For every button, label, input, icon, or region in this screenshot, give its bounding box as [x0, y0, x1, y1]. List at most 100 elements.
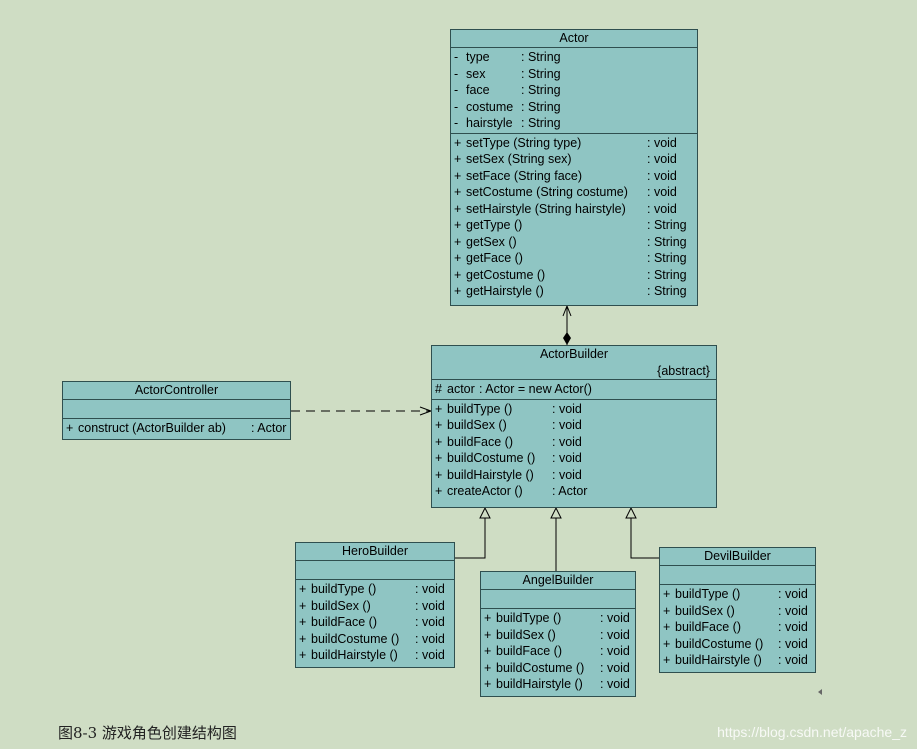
- member-row: +buildHairstyle (): void: [432, 467, 716, 484]
- member-visibility: +: [435, 484, 443, 498]
- member-row: +setHairstyle (String hairstyle): void: [451, 201, 697, 218]
- member-type: : void: [647, 201, 677, 216]
- member-visibility: -: [454, 66, 459, 81]
- member-row: + buildHairstyle () : void: [481, 676, 635, 693]
- member-visibility: +: [454, 201, 462, 216]
- member-visibility: +: [454, 185, 462, 199]
- member-visibility: -: [454, 99, 459, 114]
- member-name: costume: [466, 99, 514, 114]
- member-type: : Actor: [251, 421, 287, 435]
- scroll-marker-icon: [818, 689, 822, 695]
- member-row: + construct (ActorBuilder ab) : Actor: [63, 420, 290, 437]
- member-type: : void: [415, 648, 445, 662]
- methods-section: +buildType (): void+buildSex (): void+bu…: [296, 580, 454, 665]
- member-name: construct (ActorBuilder ab): [78, 421, 226, 435]
- attributes-section: [63, 400, 290, 419]
- member-type: : void: [552, 401, 582, 416]
- member-type: : void: [552, 418, 582, 432]
- member-visibility: +: [484, 644, 492, 658]
- member-row: + buildSex () : void: [432, 417, 716, 434]
- class-name: HeroBuilder: [296, 543, 454, 561]
- class-name: Actor: [451, 30, 697, 48]
- member-name: buildCostume (): [675, 636, 764, 651]
- member-row: -costume: String: [451, 99, 697, 116]
- member-type: : String: [647, 284, 687, 298]
- member-name: type: [466, 50, 490, 64]
- member-row: -sex: String: [451, 66, 697, 83]
- class-name: DevilBuilder: [660, 548, 815, 566]
- attributes-section: -type: String-sex: String-face: String-c…: [451, 48, 697, 134]
- member-type: : void: [552, 451, 582, 465]
- member-type: : Actor = new Actor(): [479, 382, 592, 396]
- member-type: : void: [778, 653, 808, 667]
- member-name: buildType (): [311, 582, 377, 596]
- member-type: : void: [778, 636, 808, 651]
- member-type: : void: [778, 587, 808, 601]
- member-row: #actor: Actor = new Actor(): [432, 381, 716, 398]
- member-visibility: +: [454, 234, 462, 249]
- member-row: +setCostume (String costume): void: [451, 184, 697, 201]
- member-type: : void: [778, 620, 808, 634]
- member-row: -hairstyle: String: [451, 115, 697, 132]
- member-name: buildType (): [675, 587, 741, 601]
- member-visibility: +: [454, 218, 462, 232]
- class-devil-builder: DevilBuilder +buildType (): void+buildSe…: [659, 547, 816, 673]
- class-name: ActorBuilder: [539, 347, 609, 361]
- member-visibility: +: [454, 152, 462, 166]
- member-type: : void: [647, 168, 677, 183]
- member-name: buildHairstyle (): [311, 648, 398, 662]
- member-name: getHairstyle (): [466, 284, 544, 298]
- member-type: : Actor: [552, 484, 588, 498]
- member-name: buildHairstyle (): [496, 677, 583, 691]
- class-actor: Actor -type: String-sex: String-face: St…: [450, 29, 698, 306]
- member-visibility: -: [454, 83, 459, 97]
- member-visibility: +: [484, 677, 492, 691]
- member-visibility: +: [484, 660, 492, 675]
- member-type: : void: [415, 615, 445, 629]
- member-type: : String: [647, 251, 687, 265]
- member-row: +getType (): String: [451, 217, 697, 234]
- figure-caption: 图8-3 游戏角色创建结构图: [58, 724, 237, 742]
- attributes-section: #actor: Actor = new Actor(): [432, 380, 716, 400]
- attributes-section: [481, 590, 635, 609]
- member-type: : void: [415, 631, 445, 646]
- member-type: : void: [600, 611, 630, 625]
- member-type: : void: [415, 598, 445, 613]
- member-visibility: +: [299, 631, 307, 646]
- member-type: : void: [647, 185, 677, 199]
- member-row: +buildFace (): void: [481, 643, 635, 660]
- member-type: : void: [415, 582, 445, 596]
- attributes-section: [296, 561, 454, 580]
- member-type: : void: [647, 135, 677, 150]
- member-name: buildType (): [447, 401, 513, 416]
- member-visibility: +: [435, 401, 443, 416]
- class-name: AngelBuilder: [481, 572, 635, 590]
- member-name: buildSex (): [447, 418, 507, 432]
- composition-connector: [562, 304, 572, 345]
- member-row: +buildFace (): void: [432, 434, 716, 451]
- methods-section: + construct (ActorBuilder ab) : Actor: [63, 419, 290, 438]
- member-name: buildCostume (): [311, 631, 400, 646]
- member-name: sex: [466, 66, 486, 81]
- member-name: buildType (): [496, 611, 562, 625]
- member-name: buildSex (): [311, 598, 371, 613]
- member-type: : void: [600, 627, 630, 642]
- member-name: createActor (): [447, 484, 523, 498]
- member-visibility: +: [299, 615, 307, 629]
- class-actor-controller: ActorController +construct (ActorBuilder…: [62, 381, 291, 440]
- member-type: : String: [521, 50, 561, 64]
- member-name: actor: [447, 382, 475, 396]
- member-type: : String: [521, 116, 561, 130]
- member-row: + createActor () : Actor: [432, 483, 716, 500]
- member-name: hairstyle: [466, 116, 513, 130]
- member-row: +buildType (): void: [296, 581, 454, 598]
- member-visibility: +: [484, 627, 492, 642]
- member-visibility: +: [435, 418, 443, 432]
- member-row: +getHairstyle (): String: [451, 283, 697, 300]
- class-angel-builder: AngelBuilder +buildType (): void+buildSe…: [480, 571, 636, 697]
- member-type: : void: [600, 677, 630, 691]
- member-row: +setFace (String face): void: [451, 168, 697, 185]
- member-visibility: +: [66, 421, 74, 435]
- class-hero-builder: HeroBuilder + buildType () : void + buildSex…: [295, 542, 455, 668]
- member-name: getType (): [466, 218, 523, 232]
